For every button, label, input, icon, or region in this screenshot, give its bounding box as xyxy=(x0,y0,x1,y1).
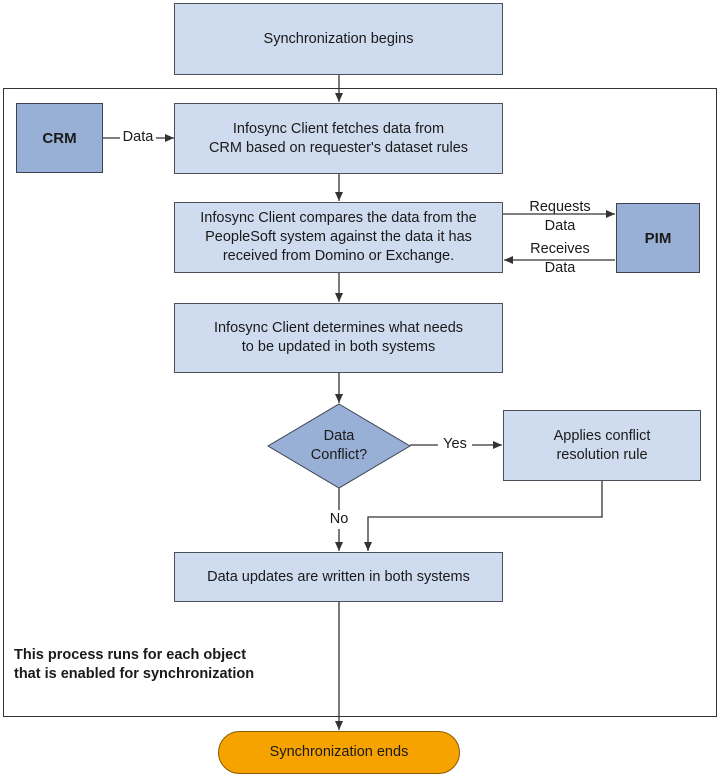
edge-label-data: Data xyxy=(120,128,156,147)
resolve-node: Applies conflict resolution rule xyxy=(503,410,701,481)
loop-note: This process runs for each object that i… xyxy=(14,647,255,682)
edge-resolve-to-write xyxy=(364,481,603,551)
edge-label-no: No xyxy=(324,510,354,529)
start-node: Synchronization begins xyxy=(174,3,503,75)
edge-label-receives: Receives Data xyxy=(530,241,590,276)
compare-node: Infosync Client compares the data from t… xyxy=(174,202,503,273)
decision-diamond xyxy=(267,403,411,489)
crm-node: CRM xyxy=(16,103,103,173)
edge-label-yes: Yes xyxy=(438,435,472,454)
determine-node: Infosync Client determines what needs to… xyxy=(174,303,503,373)
end-node: Synchronization ends xyxy=(218,731,460,774)
edge-label-requests: Requests Data xyxy=(529,199,591,234)
process-loop-frame xyxy=(3,88,717,717)
write-node: Data updates are written in both systems xyxy=(174,552,503,602)
pim-node: PIM xyxy=(616,203,700,273)
fetch-node: Infosync Client fetches data from CRM ba… xyxy=(174,103,503,174)
decision-label: Data Conflict? xyxy=(310,428,368,463)
